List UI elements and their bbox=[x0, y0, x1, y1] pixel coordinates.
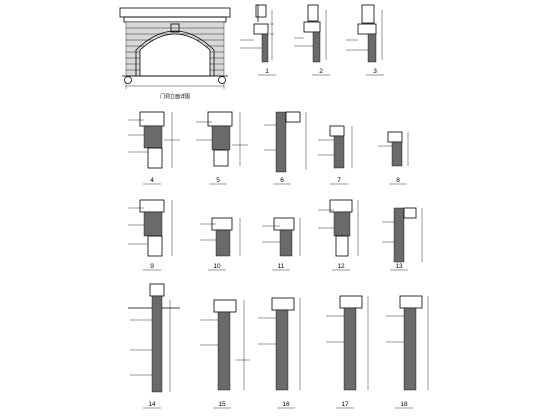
detail-17-drawing bbox=[326, 295, 369, 391]
detail-number: 14 bbox=[148, 401, 156, 408]
detail-2-drawing bbox=[294, 4, 327, 63]
arch-elevation: 门洞立面详图 bbox=[119, 7, 231, 100]
detail-3-drawing bbox=[346, 4, 383, 63]
detail-11-drawing bbox=[262, 217, 301, 257]
detail-marker-4: 4 bbox=[143, 177, 161, 185]
detail-5-drawing bbox=[196, 111, 248, 167]
detail-number: 5 bbox=[216, 177, 220, 184]
detail-marker-9: 9 bbox=[143, 263, 161, 271]
detail-marker-18: 18 bbox=[395, 401, 413, 409]
detail-number: 2 bbox=[319, 68, 323, 75]
detail-16-drawing bbox=[258, 297, 301, 391]
detail-9-drawing bbox=[128, 199, 173, 257]
detail-number: 7 bbox=[337, 177, 341, 184]
detail-number: 15 bbox=[218, 401, 226, 408]
detail-number: 10 bbox=[213, 263, 221, 270]
detail-marker-5: 5 bbox=[209, 177, 227, 185]
detail-marker-14: 14 bbox=[143, 401, 161, 409]
detail-number: 18 bbox=[400, 401, 408, 408]
detail-6-drawing bbox=[264, 111, 307, 173]
detail-18-drawing bbox=[386, 295, 429, 391]
detail-marker-7: 7 bbox=[330, 177, 348, 185]
detail-marker-10: 10 bbox=[208, 263, 226, 271]
detail-marker-8: 8 bbox=[389, 177, 407, 185]
detail-number: 11 bbox=[278, 263, 285, 270]
detail-number: 13 bbox=[395, 263, 403, 270]
detail-number: 1 bbox=[265, 68, 269, 75]
detail-marker-12: 12 bbox=[332, 263, 350, 271]
detail-1-drawing bbox=[240, 4, 274, 63]
detail-marker-16: 16 bbox=[277, 401, 295, 409]
detail-marker-6: 6 bbox=[273, 177, 291, 185]
detail-number: 12 bbox=[337, 263, 345, 270]
arch-elevation-caption: 门洞立面详图 bbox=[160, 93, 190, 100]
detail-7-drawing bbox=[318, 125, 353, 169]
detail-number: 9 bbox=[150, 263, 154, 270]
detail-marker-1: 1 bbox=[258, 68, 276, 76]
detail-marker-11: 11 bbox=[272, 263, 290, 271]
detail-4-drawing bbox=[128, 111, 180, 169]
detail-number: 16 bbox=[282, 401, 290, 408]
detail-14-drawing bbox=[128, 283, 180, 393]
detail-15-drawing bbox=[200, 299, 250, 391]
detail-13-drawing bbox=[382, 207, 423, 263]
detail-number: 8 bbox=[396, 177, 400, 184]
detail-marker-2: 2 bbox=[312, 68, 330, 76]
detail-12-drawing bbox=[318, 199, 359, 257]
detail-number: 17 bbox=[341, 401, 349, 408]
detail-marker-17: 17 bbox=[336, 401, 354, 409]
detail-8-drawing bbox=[378, 131, 409, 167]
detail-number: 6 bbox=[280, 177, 284, 184]
detail-marker-15: 15 bbox=[213, 401, 231, 409]
detail-marker-3: 3 bbox=[366, 68, 384, 76]
detail-number: 4 bbox=[150, 177, 154, 184]
detail-marker-13: 13 bbox=[390, 263, 408, 271]
detail-number: 3 bbox=[373, 68, 377, 75]
detail-10-drawing bbox=[200, 217, 241, 257]
